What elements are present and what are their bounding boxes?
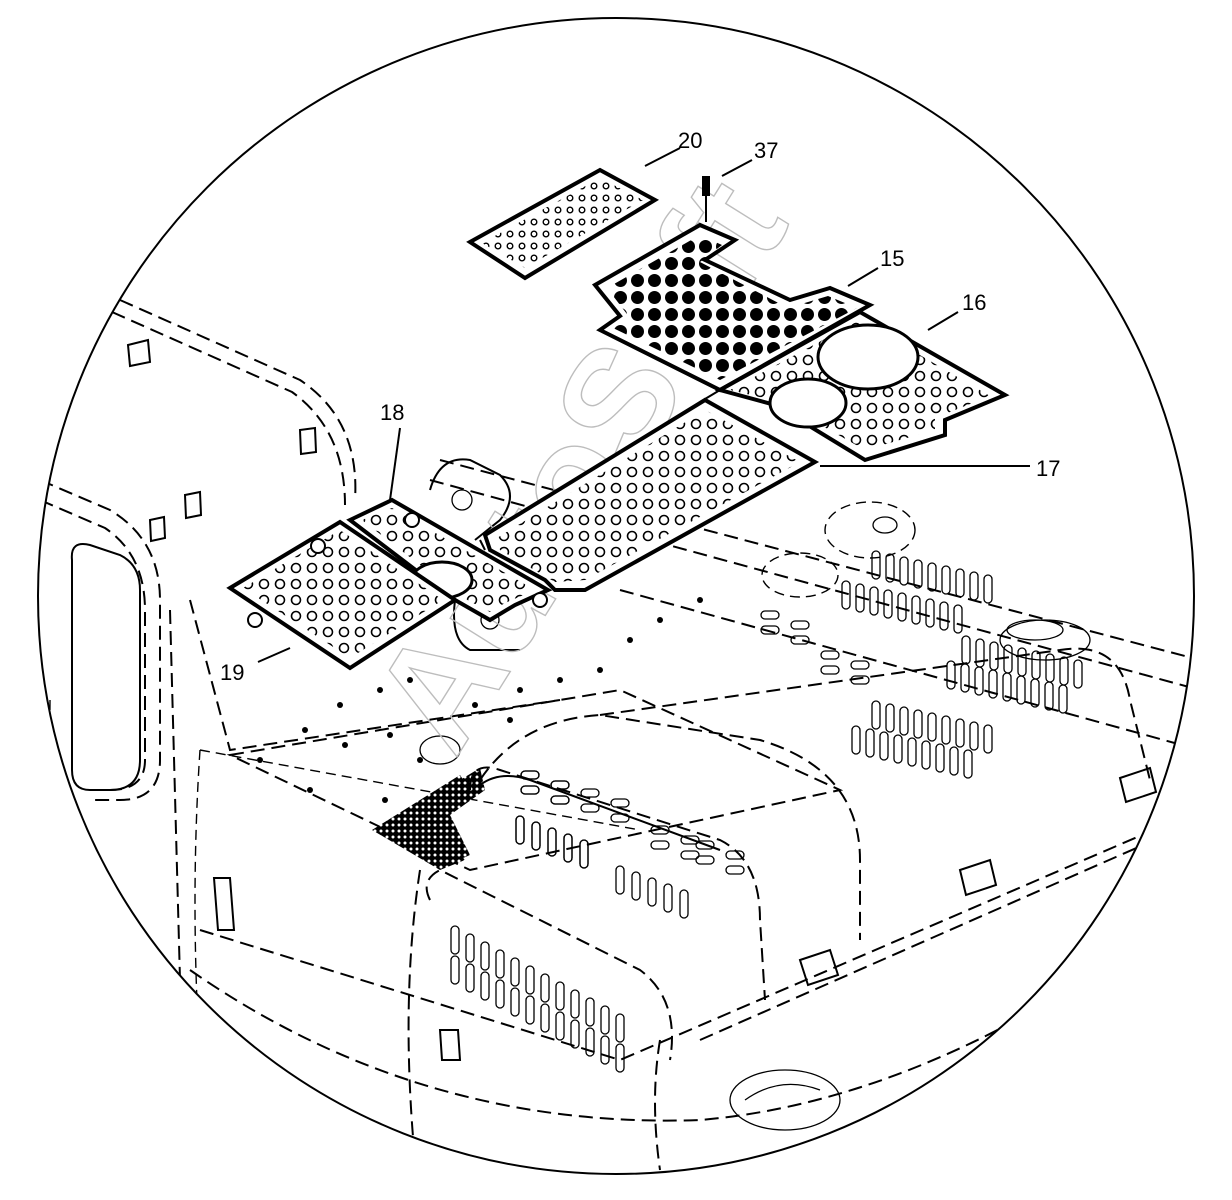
callout-17: 17 xyxy=(1036,456,1060,481)
callout-16: 16 xyxy=(962,290,986,315)
callout-18: 18 xyxy=(380,400,404,425)
callout-37: 37 xyxy=(754,138,778,163)
part-17-plate xyxy=(479,389,820,592)
part-20-plate xyxy=(466,167,660,281)
part-37-bolt xyxy=(702,176,710,222)
part-15-plate xyxy=(591,222,875,393)
leader-lines xyxy=(257,147,1030,663)
detail-circle xyxy=(37,17,1195,1175)
callout-20: 20 xyxy=(678,128,702,153)
part-16-plate xyxy=(714,309,1010,463)
part-18-plate xyxy=(346,497,553,623)
callout-15: 15 xyxy=(880,246,904,271)
callout-19: 19 xyxy=(220,660,244,685)
part-19-plate xyxy=(226,519,459,671)
